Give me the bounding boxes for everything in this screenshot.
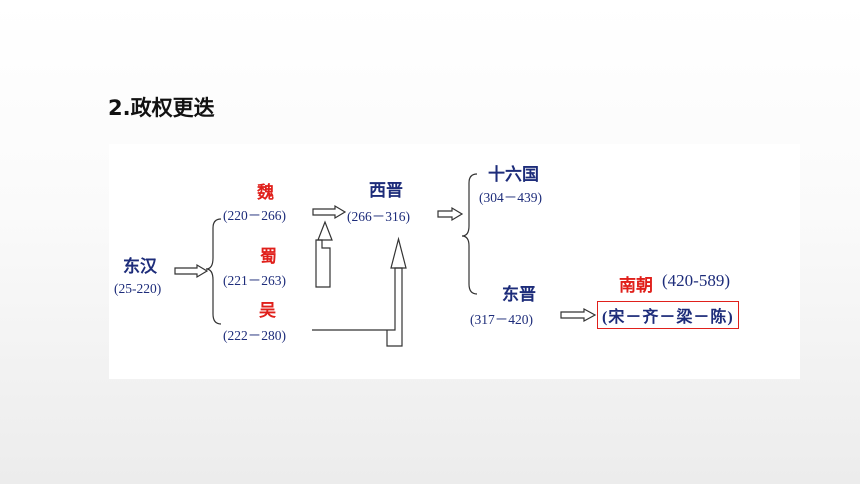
brace-three-kingdoms [205,218,222,325]
arrow-wei [312,204,347,220]
arrow-eastern-jin [560,307,597,323]
wu-years: (222－280) [223,328,286,343]
wei-name: 魏 [257,183,274,202]
southern-dynasties-years: (420-589) [662,271,730,290]
arrow-shu [315,239,331,288]
arrow-shu-head [317,220,333,241]
southern-dynasties-sequence: (宋－齐－梁－陈) [597,301,739,329]
sixteen-kingdoms-name: 十六国 [488,165,539,184]
section-heading: 2.政权更迭 [108,96,215,120]
arrow-han [174,263,209,279]
western-jin-name: 西晋 [369,181,403,200]
east-han-years: (25-220) [114,281,162,296]
southern-dynasties-name: 南朝 [619,276,653,295]
shu-name: 蜀 [260,247,277,266]
dynasty-flow-diagram: 东汉 (25-220) 魏 (220－266) 蜀 (221－263) 吴 (2… [109,144,800,379]
arrow-wu-head [390,236,407,269]
western-jin-years: (266－316) [347,209,410,224]
shu-years: (221－263) [223,273,286,288]
eastern-jin-name: 东晋 [502,285,536,304]
wu-name: 吴 [259,301,276,320]
sixteen-kingdoms-years: (304－439) [479,190,542,205]
east-han-name: 东汉 [123,257,157,276]
brace-jin-split [461,173,478,295]
arrow-wu [312,267,403,347]
diagram-connectors [174,173,597,347]
wei-years: (220－266) [223,208,286,223]
eastern-jin-years: (317－420) [470,312,533,327]
arrow-western-jin [437,206,464,222]
